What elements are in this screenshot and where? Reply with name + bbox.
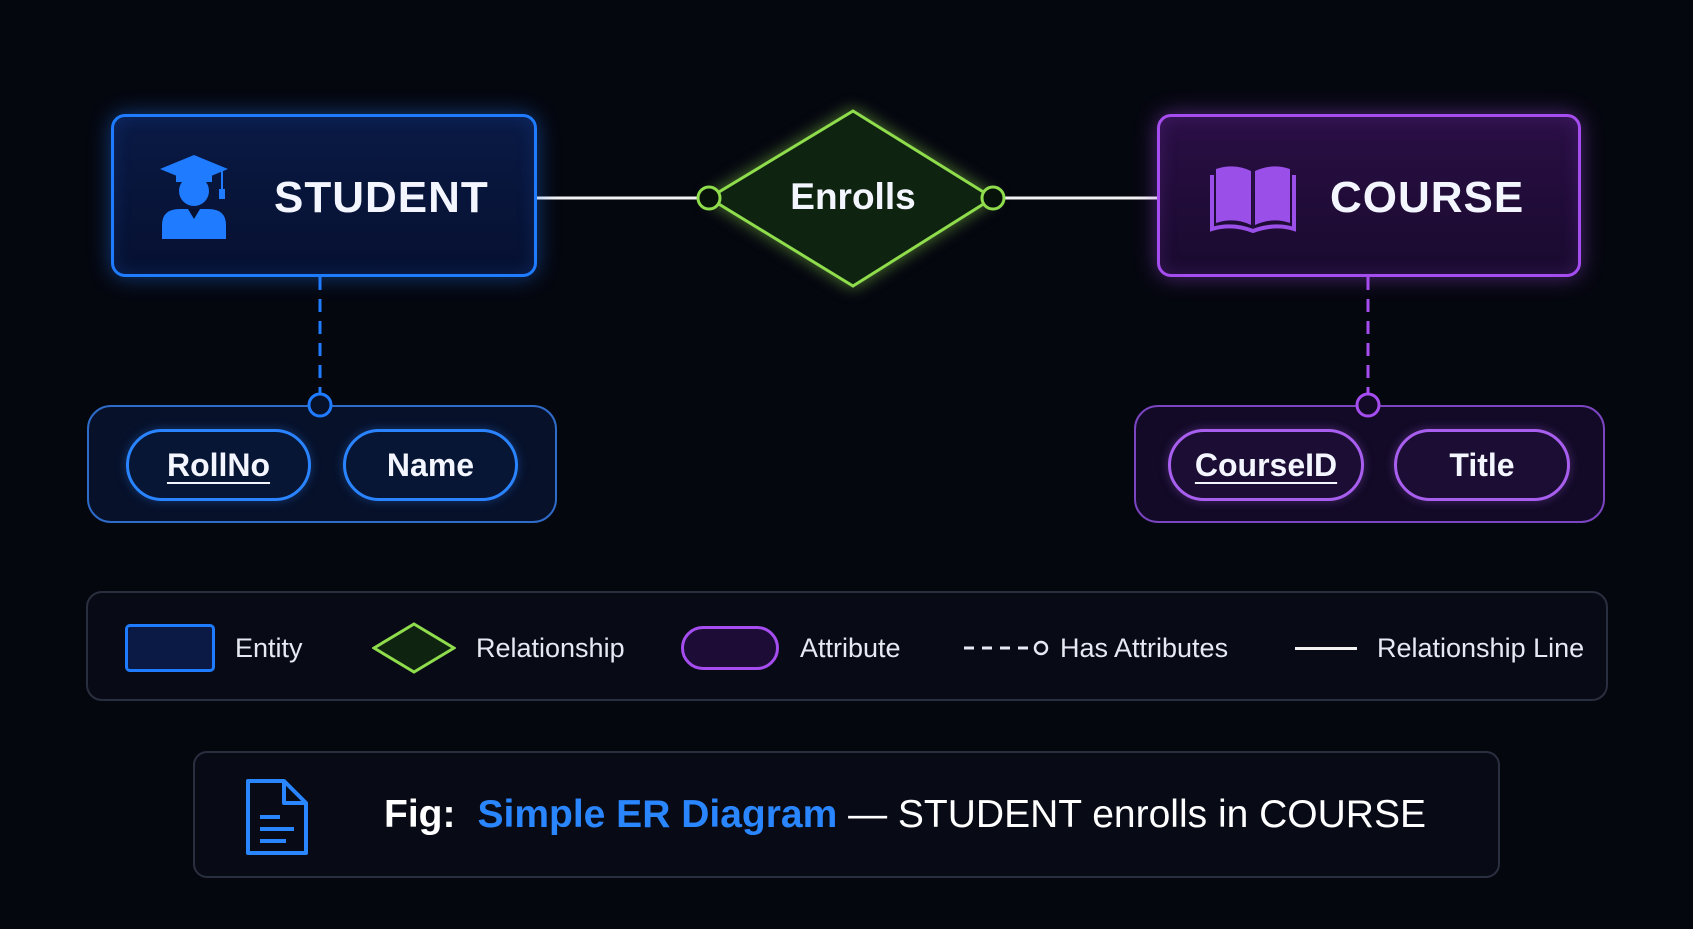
document-icon (242, 777, 312, 862)
open-book-icon (1210, 163, 1296, 238)
caption-prefix: Fig: (384, 793, 456, 836)
legend-relationship-line-label: Relationship Line (1377, 632, 1585, 663)
attribute-rollno-label: RollNo (166, 446, 271, 483)
attribute-rollno[interactable]: RollNo (126, 429, 311, 501)
course-attribute-connector (1355, 392, 1381, 418)
caption-title: Simple ER Diagram (477, 793, 838, 836)
relationship-diamond (706, 109, 996, 288)
legend: Entity Relationship Attribute Has Attrib… (86, 591, 1608, 701)
caption-text: Fig: Simple ER Diagram — STUDENT enrolls … (384, 793, 1426, 837)
figure-caption: Fig: Simple ER Diagram — STUDENT enrolls … (193, 751, 1500, 878)
attribute-name[interactable]: Name (343, 429, 518, 501)
legend-relationship-label: Relationship (476, 632, 625, 663)
legend-attribute-label: Attribute (800, 632, 901, 663)
legend-attribute-swatch (681, 626, 779, 670)
student-attribute-group: RollNo Name (87, 405, 557, 523)
attribute-courseid-label: CourseID (1194, 446, 1338, 483)
relationship-label: Enrolls (790, 176, 916, 217)
attribute-title[interactable]: Title (1394, 429, 1570, 501)
legend-entity: Entity (125, 593, 303, 703)
legend-attribute: Attribute (681, 593, 901, 703)
caption-description: — STUDENT enrolls in COURSE (837, 793, 1426, 836)
legend-relationship-line-swatch (1295, 646, 1357, 650)
legend-relationship-line: Relationship Line (1295, 593, 1584, 703)
attribute-courseid[interactable]: CourseID (1168, 429, 1364, 501)
legend-entity-swatch (125, 624, 215, 672)
legend-relationship-swatch (372, 622, 456, 674)
relationship-connector-left (696, 185, 722, 211)
attribute-title-label: Title (1449, 446, 1515, 483)
legend-has-attributes-swatch (964, 640, 1049, 656)
course-entity-label: COURSE (1330, 173, 1525, 222)
attribute-name-label: Name (386, 446, 475, 483)
student-entity-label: STUDENT (274, 173, 489, 222)
student-attribute-connector (307, 392, 333, 418)
relationship-connector-right (980, 185, 1006, 211)
course-entity[interactable]: COURSE (1157, 114, 1581, 277)
legend-relationship: Relationship (372, 593, 625, 703)
legend-has-attributes: Has Attributes (962, 593, 1228, 703)
legend-has-attributes-label: Has Attributes (1060, 632, 1229, 663)
graduate-student-icon (158, 153, 230, 244)
student-entity[interactable]: STUDENT (111, 114, 537, 277)
legend-entity-label: Entity (235, 632, 303, 663)
